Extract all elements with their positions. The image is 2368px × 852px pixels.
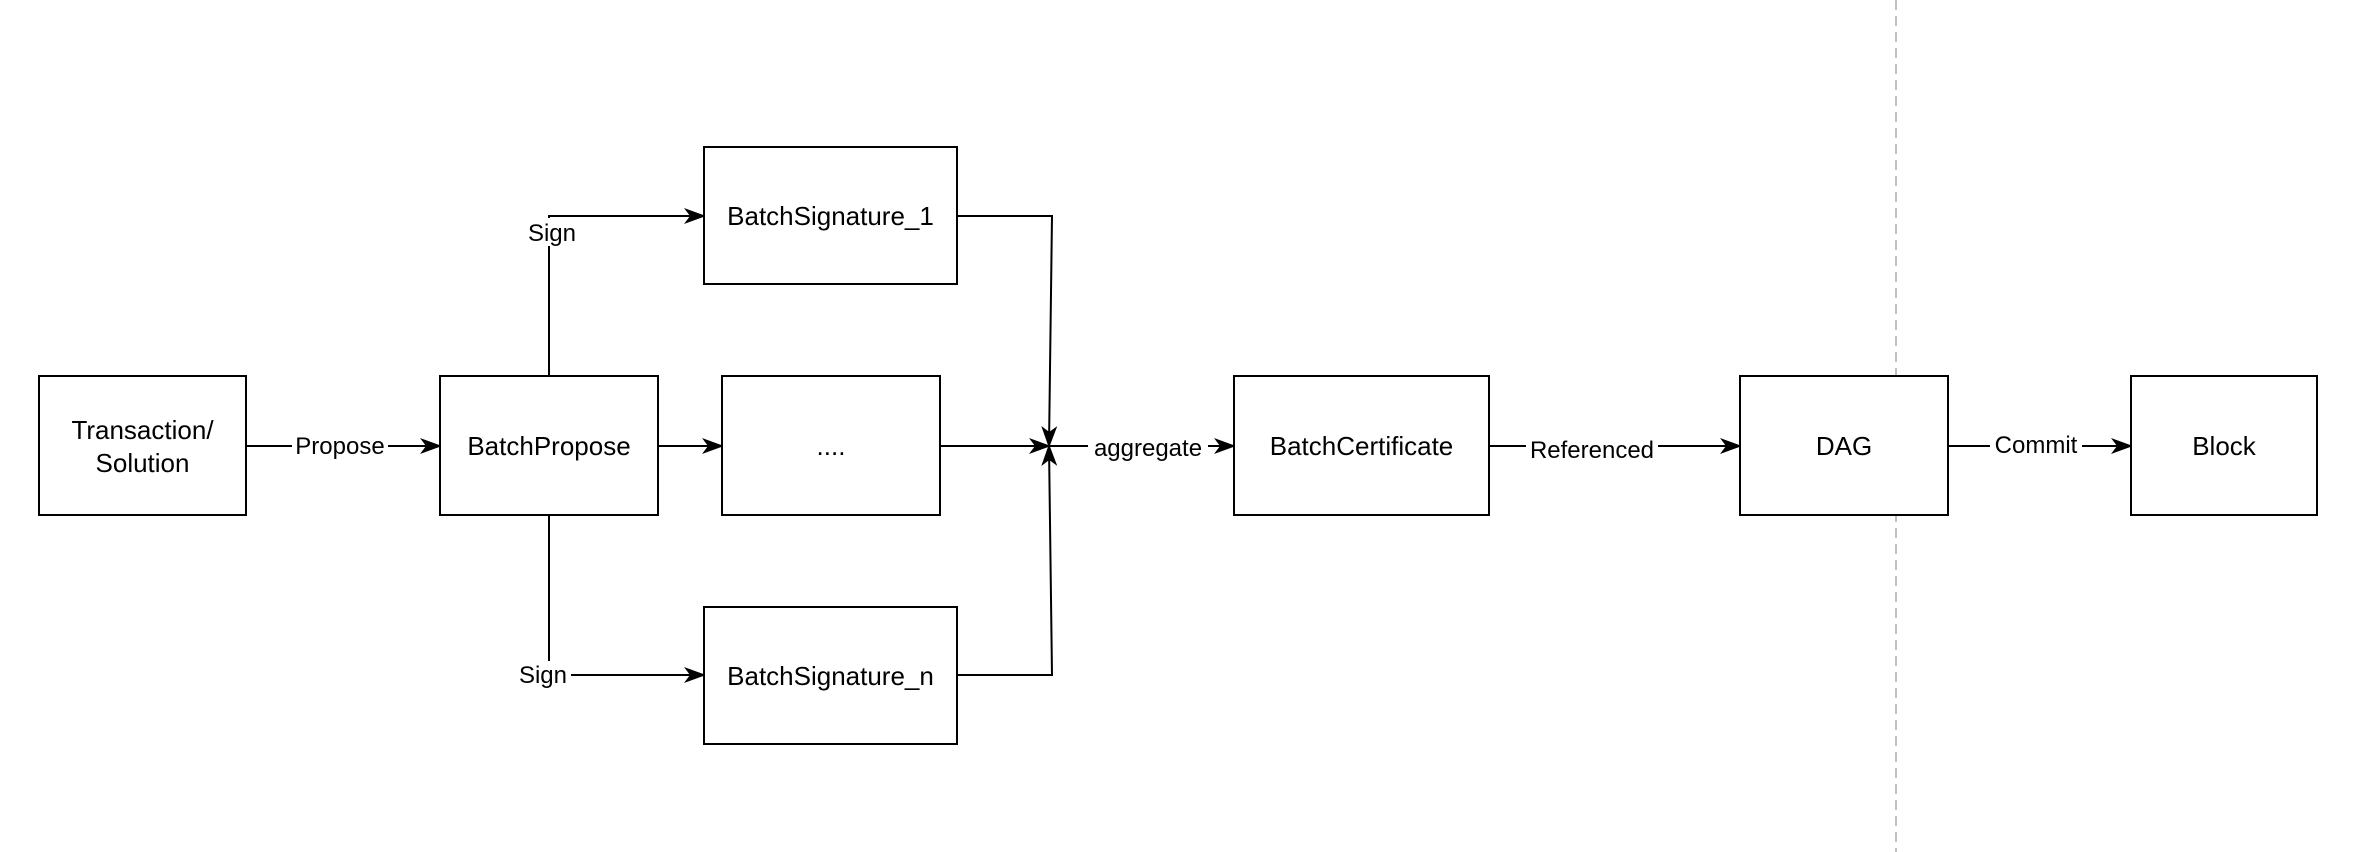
node-batch-signature-n: BatchSignature_n (703, 606, 958, 745)
node-batch-signature-n-label: BatchSignature_n (727, 661, 934, 691)
edge-label-bg-sign-bottom (515, 661, 571, 689)
node-dag-label: DAG (1816, 431, 1872, 461)
node-ellipsis-label: .... (817, 431, 846, 461)
edge-label-sign-bottom: Sign (519, 662, 567, 689)
edge-signature-n-to-join (957, 444, 1058, 676)
edge-sign-bottom (548, 515, 706, 683)
node-transaction-label-line1: Transaction/ (71, 415, 214, 445)
node-block-label: Block (2192, 431, 2257, 461)
edge-label-aggregate: aggregate (1094, 435, 1202, 462)
node-batch-signature-1: BatchSignature_1 (703, 146, 958, 285)
edge-label-bg-sign-top (524, 218, 580, 246)
node-transaction-label-line2: Solution (96, 448, 190, 478)
edge-label-bg-propose (292, 432, 388, 460)
edge-label-bg-commit (1990, 430, 2082, 458)
node-batch-certificate-label: BatchCertificate (1270, 431, 1454, 461)
node-dag: DAG (1739, 375, 1949, 516)
edge-label-referenced: Referenced (1530, 437, 1654, 464)
edge-label-bg-referenced (1526, 434, 1658, 462)
node-transaction-solution: Transaction/ Solution (38, 375, 247, 516)
node-batch-propose-label: BatchPropose (467, 431, 630, 461)
edge-label-sign-top: Sign (528, 220, 576, 247)
node-batch-signature-1-label: BatchSignature_1 (727, 201, 934, 231)
edge-label-propose: Propose (295, 433, 384, 460)
edge-label-bg-aggregate (1088, 432, 1208, 460)
node-batch-propose: BatchPropose (439, 375, 659, 516)
edge-signature-1-to-join (957, 215, 1058, 448)
edge-sign-top (548, 208, 706, 376)
node-ellipsis: .... (721, 375, 941, 516)
edge-label-commit: Commit (1995, 432, 2078, 459)
node-batch-certificate: BatchCertificate (1233, 375, 1490, 516)
node-block: Block (2130, 375, 2318, 516)
